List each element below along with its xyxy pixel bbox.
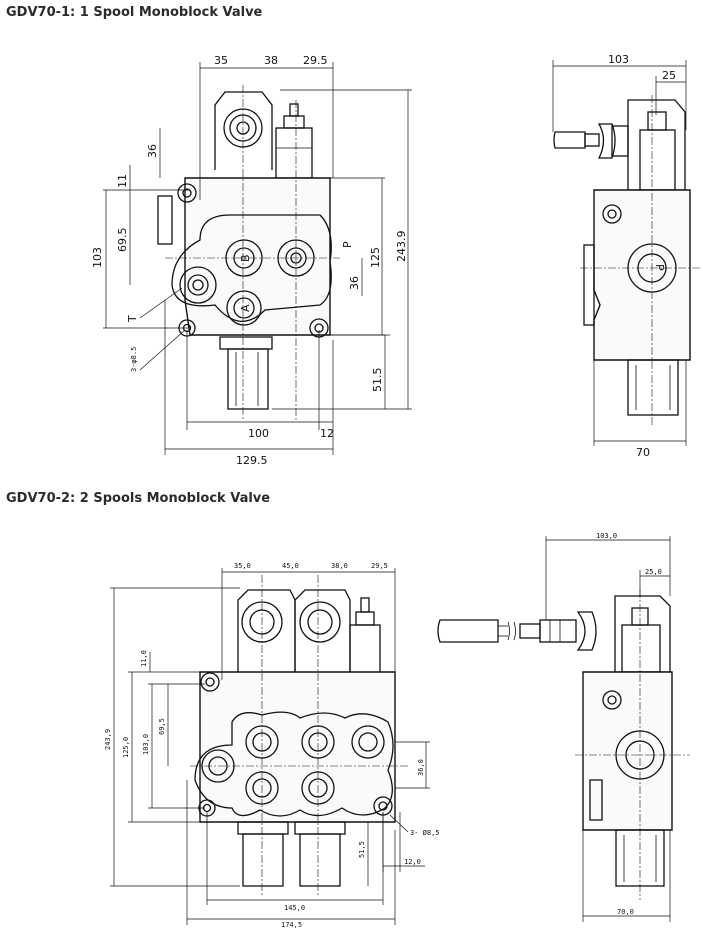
dim-125-0: 125,0 bbox=[122, 737, 130, 758]
gdv70-2-front-view: 35,0 45,0 38,0 29,5 11,0 243,9 125,0 103… bbox=[104, 562, 440, 929]
gdv70-1-side-view: P 103 25 70 bbox=[552, 53, 700, 459]
dim-129-5: 129.5 bbox=[236, 454, 268, 467]
dim-174-5: 174,5 bbox=[281, 921, 302, 929]
dim-125: 125 bbox=[369, 247, 382, 268]
dim-69-5: 69.5 bbox=[116, 228, 129, 253]
dim-11-0: 11,0 bbox=[140, 650, 148, 667]
dim-243-9b: 243,9 bbox=[104, 729, 112, 750]
side-port-p-label: P bbox=[653, 264, 666, 271]
dim-35: 35 bbox=[214, 54, 228, 67]
dim-69-5b: 69,5 bbox=[158, 718, 166, 735]
port-t-label: T bbox=[126, 315, 139, 323]
side2-dim-103-0: 103,0 bbox=[596, 532, 617, 540]
dim-103: 103 bbox=[91, 247, 104, 268]
gdv70-1-front-view: 35 38 29.5 36 11 69.5 103 P 125 243.9 B … bbox=[91, 54, 412, 467]
dim-38: 38 bbox=[264, 54, 278, 67]
dim-103-0: 103,0 bbox=[142, 734, 150, 755]
side2-dim-70-0: 70,0 bbox=[617, 908, 634, 916]
dim-243-9: 243.9 bbox=[395, 231, 408, 263]
dim-38-0: 38,0 bbox=[331, 562, 348, 570]
section-2-title: GDV70-2: 2 Spools Monoblock Valve bbox=[6, 491, 271, 506]
dim-36-top: 36 bbox=[146, 144, 159, 158]
port-a-label: A bbox=[239, 304, 252, 312]
dim-11: 11 bbox=[116, 174, 129, 188]
dim-100: 100 bbox=[248, 427, 269, 440]
dim-29-5b: 29,5 bbox=[371, 562, 388, 570]
dim-36-ports: 36 bbox=[348, 276, 361, 290]
section-1-title: GDV70-1: 1 Spool Monoblock Valve bbox=[6, 5, 263, 20]
gdv70-2-side-view: 103,0 25,0 70,0 bbox=[437, 532, 690, 922]
dim-12: 12 bbox=[320, 427, 334, 440]
side-dim-70: 70 bbox=[636, 446, 650, 459]
dim-3-phi-8-5b: 3- Ø8,5 bbox=[410, 829, 440, 837]
dim-35-0: 35,0 bbox=[234, 562, 251, 570]
side-dim-103: 103 bbox=[608, 53, 629, 66]
side2-dim-25-0: 25,0 bbox=[645, 568, 662, 576]
dim-36-0: 36,0 bbox=[417, 759, 425, 776]
dim-145-0: 145,0 bbox=[284, 904, 305, 912]
dim-12-0: 12,0 bbox=[404, 858, 421, 866]
port-b-label: B bbox=[239, 254, 252, 262]
port-p-label: P bbox=[341, 241, 354, 248]
dim-3-phi-8-5: 3-φ8.5 bbox=[130, 347, 138, 372]
dim-45-0: 45,0 bbox=[282, 562, 299, 570]
dim-51-5b: 51,5 bbox=[358, 841, 366, 858]
dim-51-5: 51.5 bbox=[371, 368, 384, 393]
side-dim-25: 25 bbox=[662, 69, 676, 82]
dim-29-5: 29.5 bbox=[303, 54, 328, 67]
